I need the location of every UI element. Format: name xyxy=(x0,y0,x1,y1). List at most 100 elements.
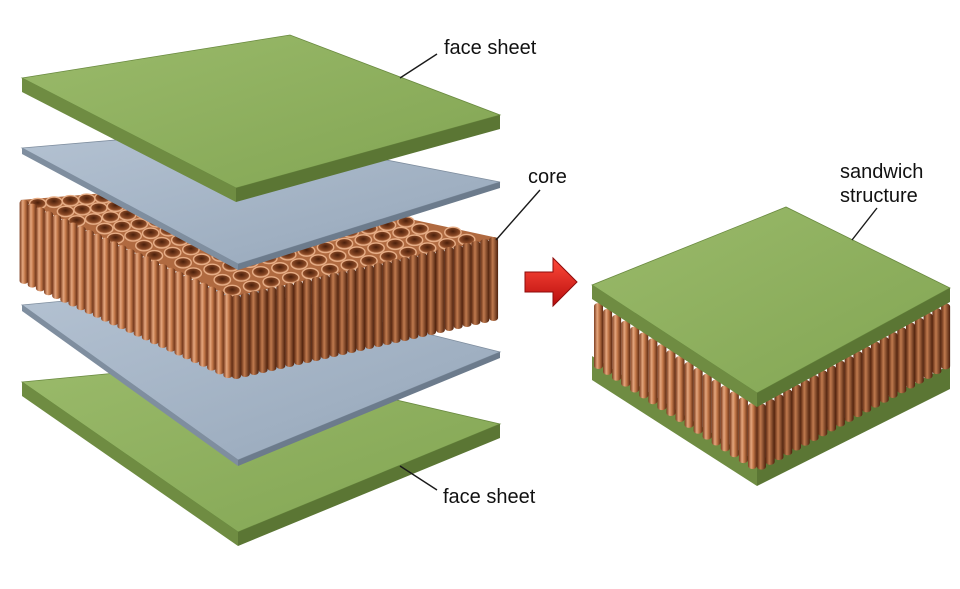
core-tube xyxy=(44,211,54,296)
bottom-face-sheet-front xyxy=(22,382,238,546)
core-cell xyxy=(444,226,462,239)
core-tube xyxy=(215,290,225,375)
core-tube xyxy=(267,287,277,371)
bottom-adhesive-front xyxy=(22,305,238,466)
core-front-tubes xyxy=(19,199,233,379)
sandwich-bottom-sheet-side xyxy=(757,365,950,486)
leader-sandwich-structure xyxy=(851,207,878,241)
core-tube xyxy=(783,389,793,456)
top-adhesive-front xyxy=(22,148,238,270)
core-tube xyxy=(462,243,472,327)
core-cell xyxy=(392,226,411,239)
core-cell xyxy=(77,193,96,206)
core-tube xyxy=(906,322,916,389)
core-tube xyxy=(453,245,463,329)
core-cell xyxy=(73,203,92,216)
core-tube xyxy=(302,279,312,363)
sandwich-top-sheet-front xyxy=(592,285,757,407)
core-cell xyxy=(405,234,424,247)
top-face-sheet xyxy=(20,34,502,202)
core-tube xyxy=(364,265,374,349)
top-face-sheet-front xyxy=(22,78,236,202)
core-cell xyxy=(347,246,366,259)
core-cell xyxy=(320,263,339,276)
core-tube xyxy=(444,247,454,331)
core-tube xyxy=(207,286,217,371)
core-tube xyxy=(756,403,766,470)
core-cell xyxy=(213,273,232,286)
core-tube xyxy=(27,203,37,288)
core-cell xyxy=(101,211,120,223)
label-bottom-face-sheet: face sheet xyxy=(443,486,536,508)
core-cell xyxy=(281,271,300,284)
core-tube xyxy=(702,373,712,440)
core-tube xyxy=(747,403,757,470)
core-tube xyxy=(223,294,233,379)
core-tube xyxy=(84,230,94,315)
sandwich-core-front-tubes xyxy=(594,302,757,470)
core-tube xyxy=(258,289,268,373)
core-tube xyxy=(621,320,631,387)
core-tube xyxy=(666,350,676,417)
top-face-sheet-side xyxy=(236,115,500,202)
core-cell xyxy=(45,196,64,209)
core-tube xyxy=(109,241,119,326)
core-tube xyxy=(240,293,250,377)
core-cell xyxy=(203,263,222,276)
core-cell xyxy=(124,229,143,242)
core-tube xyxy=(418,253,428,337)
core-cell xyxy=(61,194,80,207)
core-cell xyxy=(174,256,193,269)
core-tube xyxy=(791,384,801,451)
core-tube xyxy=(133,252,143,337)
leader-core xyxy=(495,189,541,241)
core-tube xyxy=(435,249,445,333)
core-cell xyxy=(424,230,443,243)
core-cell xyxy=(113,220,131,233)
core-tube xyxy=(923,312,933,379)
core-tube xyxy=(827,365,837,432)
core-cell xyxy=(328,250,347,262)
core-tube xyxy=(800,379,810,446)
core-tube xyxy=(231,295,241,379)
leader-bottom-face-sheet xyxy=(399,465,438,491)
transition-arrow-icon xyxy=(524,256,578,308)
core-cell xyxy=(223,284,242,297)
core-tube xyxy=(294,281,303,365)
label-core: core xyxy=(528,166,567,188)
core-tube xyxy=(35,207,45,292)
sandwich-top-sheet-side xyxy=(757,288,950,407)
core-tube xyxy=(648,338,658,405)
core-tube xyxy=(76,226,86,311)
core-tube xyxy=(765,398,775,465)
core-cell xyxy=(141,227,160,240)
label-top-face-sheet: face sheet xyxy=(444,37,537,59)
core-tube xyxy=(594,302,604,369)
core-tube xyxy=(675,355,685,422)
core-cell xyxy=(192,253,211,266)
top-adhesive-layer xyxy=(20,129,501,270)
core-cell xyxy=(163,246,182,259)
top-adhesive-side xyxy=(238,182,500,270)
leader-top-face-sheet xyxy=(399,53,438,79)
core-cell xyxy=(386,238,405,251)
bottom-adhesive-side xyxy=(238,352,500,466)
core-tube xyxy=(612,314,622,381)
core-cell xyxy=(309,254,328,266)
core-tube xyxy=(870,341,880,408)
core-tube xyxy=(174,271,184,356)
core-cell xyxy=(130,218,149,230)
core-cell xyxy=(135,239,153,252)
label-structure: structure xyxy=(840,185,918,207)
label-sandwich: sandwich xyxy=(840,161,923,183)
core-tube xyxy=(480,239,490,323)
core-tube xyxy=(166,267,176,352)
core-tube xyxy=(101,237,111,322)
core-tube xyxy=(888,332,898,399)
core-tube xyxy=(347,269,357,353)
core-tube xyxy=(738,397,748,464)
core-tube xyxy=(774,394,784,461)
core-tube xyxy=(471,241,481,325)
core-tube xyxy=(684,361,694,428)
core-cell xyxy=(335,237,354,250)
